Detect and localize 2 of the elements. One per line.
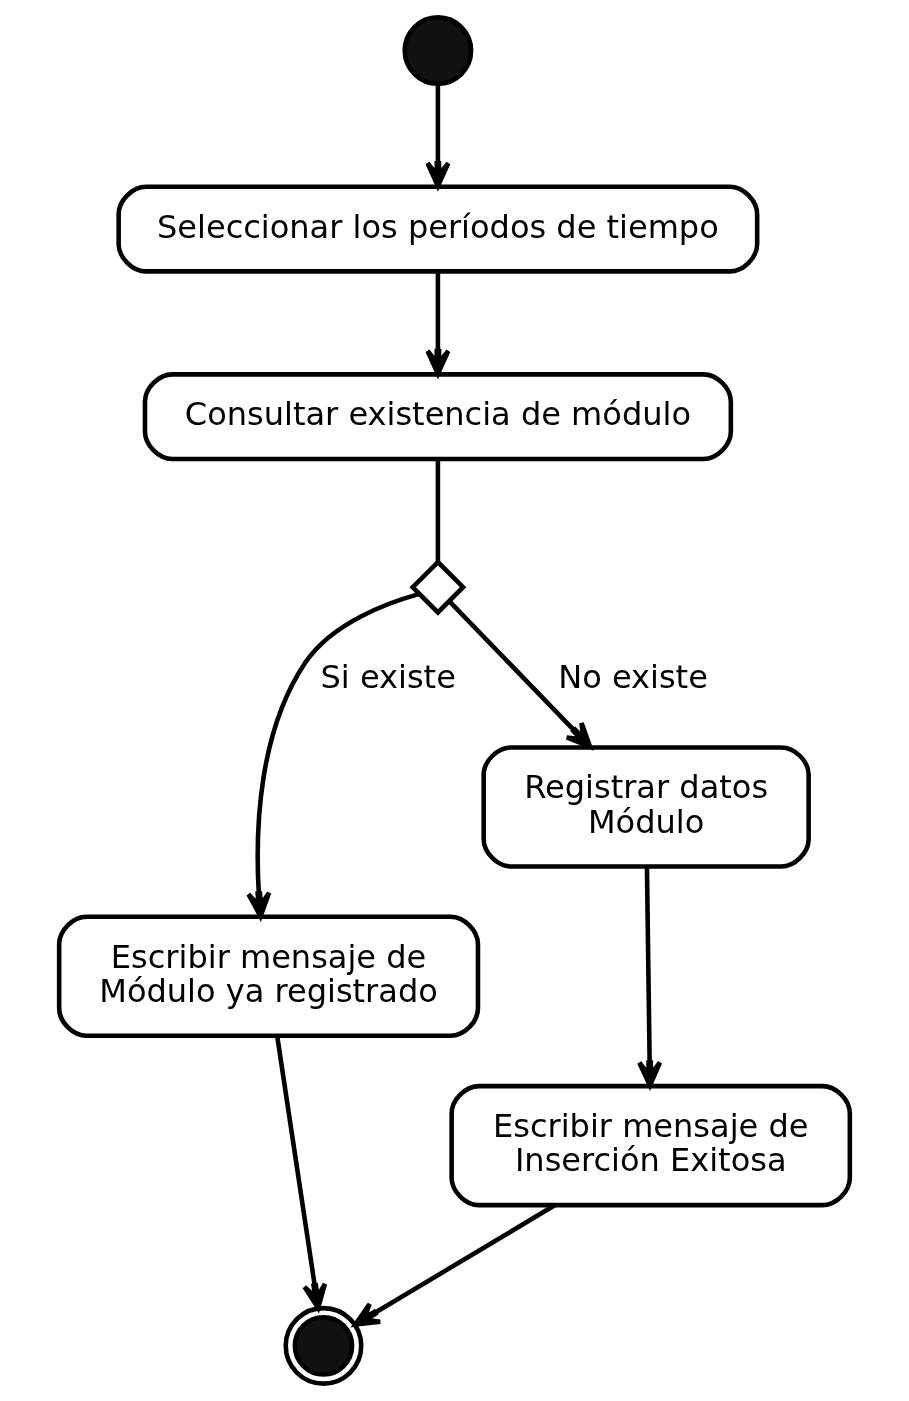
edge-label: No existe <box>558 658 708 697</box>
edge-label: Si existe <box>320 658 456 697</box>
